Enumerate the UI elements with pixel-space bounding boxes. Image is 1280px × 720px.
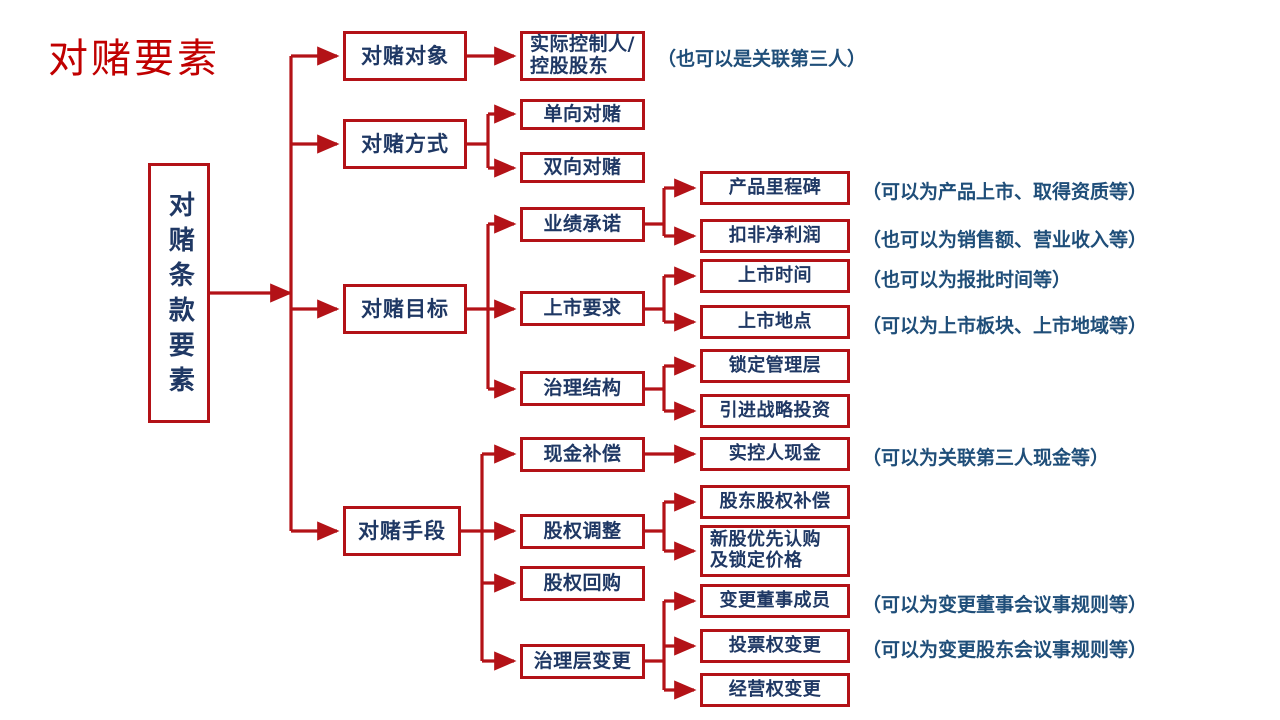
node-change-director[interactable]: 变更董事成员 — [700, 584, 850, 618]
node-oneway-bet[interactable]: 单向对赌 — [520, 99, 645, 130]
node-duidu-mubiao[interactable]: 对赌目标 — [343, 284, 467, 334]
node-performance-commitment[interactable]: 业绩承诺 — [520, 207, 645, 242]
node-root[interactable]: 对赌条款要素 — [148, 163, 210, 423]
node-new-share-priority-line2: 及锁定价格 — [710, 550, 803, 571]
node-ipo-time[interactable]: 上市时间 — [700, 259, 850, 293]
node-ipo-place[interactable]: 上市地点 — [700, 305, 850, 339]
node-new-share-priority-line1: 新股优先认购 — [710, 529, 821, 551]
note-ipo-place: （可以为上市板块、上市地域等） — [862, 315, 1148, 337]
node-operating-right-change[interactable]: 经营权变更 — [700, 673, 850, 707]
node-controller-cash[interactable]: 实控人现金 — [700, 437, 850, 471]
node-duidu-fangshi[interactable]: 对赌方式 — [343, 119, 467, 169]
node-product-milestone[interactable]: 产品里程碑 — [700, 171, 850, 205]
node-duidu-duixiang[interactable]: 对赌对象 — [343, 31, 467, 81]
node-new-share-priority[interactable]: 新股优先认购 及锁定价格 — [700, 525, 850, 577]
note-controller-cash: （可以为关联第三人现金等） — [862, 447, 1110, 469]
node-equity-adjustment[interactable]: 股权调整 — [520, 514, 645, 549]
node-actual-controller-line1: 实际控制人/ — [530, 33, 635, 56]
note-product-milestone: （可以为产品上市、取得资质等） — [862, 181, 1148, 203]
node-governance-change[interactable]: 治理层变更 — [520, 644, 645, 679]
node-lock-management[interactable]: 锁定管理层 — [700, 349, 850, 383]
node-nonrecurring-profit[interactable]: 扣非净利润 — [700, 219, 850, 253]
note-nonrecurring-profit: （也可以为销售额、营业收入等） — [862, 229, 1148, 251]
node-actual-controller[interactable]: 实际控制人/ 控股股东 — [520, 31, 645, 81]
node-duidu-shouduan[interactable]: 对赌手段 — [343, 506, 461, 556]
page-title: 对赌要素 — [48, 36, 220, 82]
node-shareholder-equity-compensation[interactable]: 股东股权补偿 — [700, 485, 850, 519]
note-voting-right-change: （可以为变更股东会议事规则等） — [862, 639, 1148, 661]
note-change-director: （可以为变更董事会议事规则等） — [862, 594, 1148, 616]
node-equity-buyback[interactable]: 股权回购 — [520, 566, 645, 601]
note-ipo-time: （也可以为报批时间等） — [862, 269, 1072, 291]
node-twoway-bet[interactable]: 双向对赌 — [520, 152, 645, 183]
node-governance-structure[interactable]: 治理结构 — [520, 371, 645, 406]
note-third-party: （也可以是关联第三人） — [657, 48, 867, 70]
node-cash-compensation[interactable]: 现金补偿 — [520, 437, 645, 472]
node-strategic-investment[interactable]: 引进战略投资 — [700, 394, 850, 428]
node-actual-controller-line2: 控股股东 — [530, 55, 609, 77]
node-ipo-requirement[interactable]: 上市要求 — [520, 291, 645, 326]
node-voting-right-change[interactable]: 投票权变更 — [700, 629, 850, 663]
